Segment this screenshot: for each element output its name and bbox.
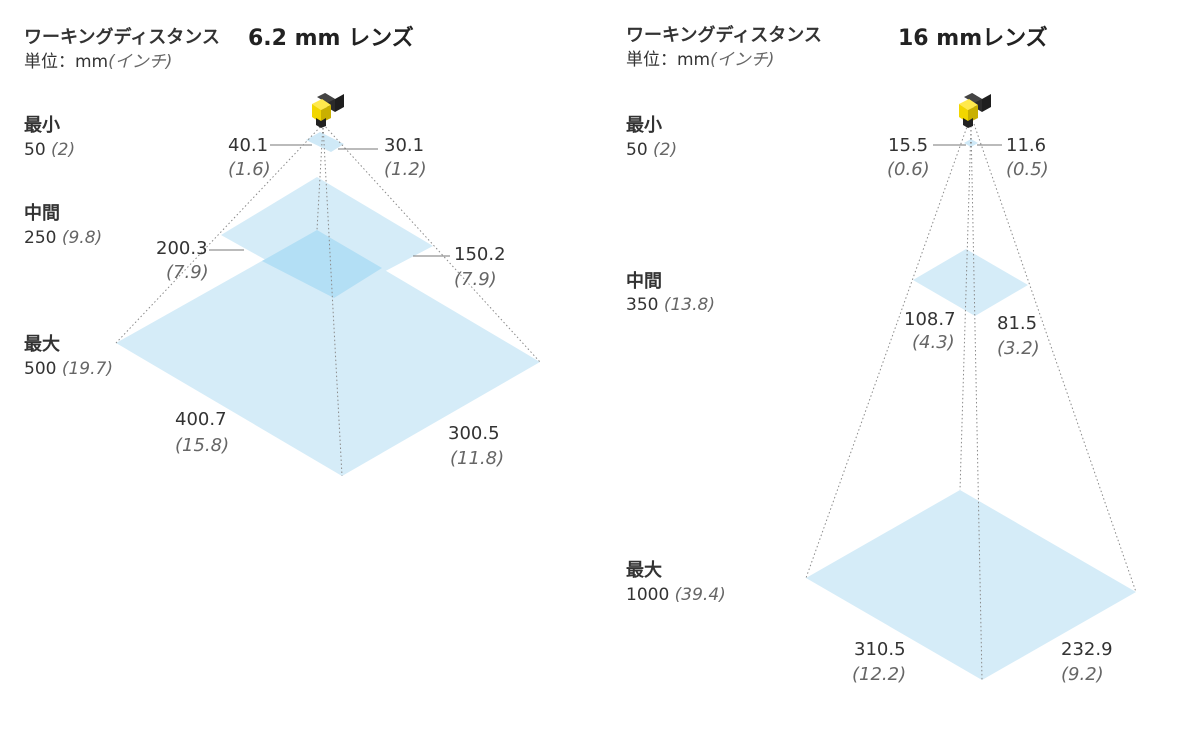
lens-title: 6.2 mm レンズ bbox=[248, 26, 414, 51]
panel-16mm-lens: ワーキングディスタンス 単位：mm(インチ) 16 mmレンズ 最小 50 (2… bbox=[600, 0, 1200, 745]
fov-plane-max bbox=[116, 230, 540, 476]
dim-mid-height-inch: (7.9) bbox=[454, 269, 497, 290]
level-min-distance: 50 (2) bbox=[24, 140, 76, 160]
level-min-distance: 50 (2) bbox=[626, 140, 678, 160]
dim-min-width: 40.1 bbox=[228, 135, 269, 156]
level-mid-distance: 350 (13.8) bbox=[626, 295, 715, 315]
dim-mid-height-inch: (3.2) bbox=[997, 338, 1040, 359]
dim-mid-height: 81.5 bbox=[997, 313, 1038, 334]
dim-min-height-inch: (1.2) bbox=[384, 159, 427, 180]
working-distance-heading: ワーキングディスタンス bbox=[24, 27, 220, 48]
dim-mid-width: 200.3 bbox=[156, 238, 208, 259]
unit-label: 単位：mm(インチ) bbox=[626, 50, 775, 70]
dim-min-width-inch: (0.6) bbox=[887, 159, 930, 180]
leader-lines bbox=[209, 144, 450, 257]
frustum-lines bbox=[115, 123, 541, 477]
level-min-label: 最小 bbox=[24, 115, 60, 136]
working-distance-heading: ワーキングディスタンス bbox=[626, 25, 822, 46]
dim-max-height: 300.5 bbox=[448, 423, 500, 444]
camera-icon bbox=[312, 93, 344, 128]
level-mid-label: 中間 bbox=[24, 203, 60, 224]
dim-min-width-inch: (1.6) bbox=[228, 159, 271, 180]
level-mid-distance: 250 (9.8) bbox=[24, 228, 103, 248]
fov-diagram-16mm bbox=[805, 93, 1137, 681]
dim-min-height: 30.1 bbox=[384, 135, 425, 156]
dim-min-width: 15.5 bbox=[888, 135, 929, 156]
level-max-label: 最大 bbox=[626, 560, 662, 581]
level-min-label: 最小 bbox=[626, 115, 662, 136]
fov-plane-overlap bbox=[262, 230, 382, 298]
level-mid-label: 中間 bbox=[626, 271, 662, 292]
dim-max-width-inch: (12.2) bbox=[852, 664, 907, 685]
dim-min-height: 11.6 bbox=[1006, 135, 1047, 156]
dim-max-width: 310.5 bbox=[854, 639, 906, 660]
dim-mid-width-inch: (4.3) bbox=[912, 332, 955, 353]
dim-mid-width: 108.7 bbox=[904, 309, 956, 330]
dim-max-height: 232.9 bbox=[1061, 639, 1113, 660]
fov-plane-mid bbox=[913, 249, 1028, 316]
unit-label: 単位：mm(インチ) bbox=[24, 52, 173, 72]
dim-max-width-inch: (15.8) bbox=[175, 435, 230, 456]
level-max-distance: 500 (19.7) bbox=[24, 359, 113, 379]
fov-diagram-6-2mm bbox=[115, 93, 541, 477]
lens-title: 16 mmレンズ bbox=[898, 26, 1048, 51]
fov-plane-max bbox=[806, 490, 1136, 680]
fov-plane-min bbox=[306, 132, 344, 152]
dim-mid-height: 150.2 bbox=[454, 244, 506, 265]
dim-mid-width-inch: (7.9) bbox=[166, 262, 209, 283]
dim-max-height-inch: (11.8) bbox=[450, 448, 505, 469]
dim-min-height-inch: (0.5) bbox=[1006, 159, 1049, 180]
camera-icon bbox=[959, 93, 991, 128]
level-max-distance: 1000 (39.4) bbox=[626, 585, 726, 605]
level-max-label: 最大 bbox=[24, 334, 60, 355]
panel-6-2mm-lens: ワーキングディスタンス 単位：mm(インチ) 6.2 mm レンズ 最小 50 … bbox=[24, 26, 541, 477]
dim-max-height-inch: (9.2) bbox=[1061, 664, 1104, 685]
frustum-lines bbox=[805, 123, 1137, 681]
dim-max-width: 400.7 bbox=[175, 409, 227, 430]
